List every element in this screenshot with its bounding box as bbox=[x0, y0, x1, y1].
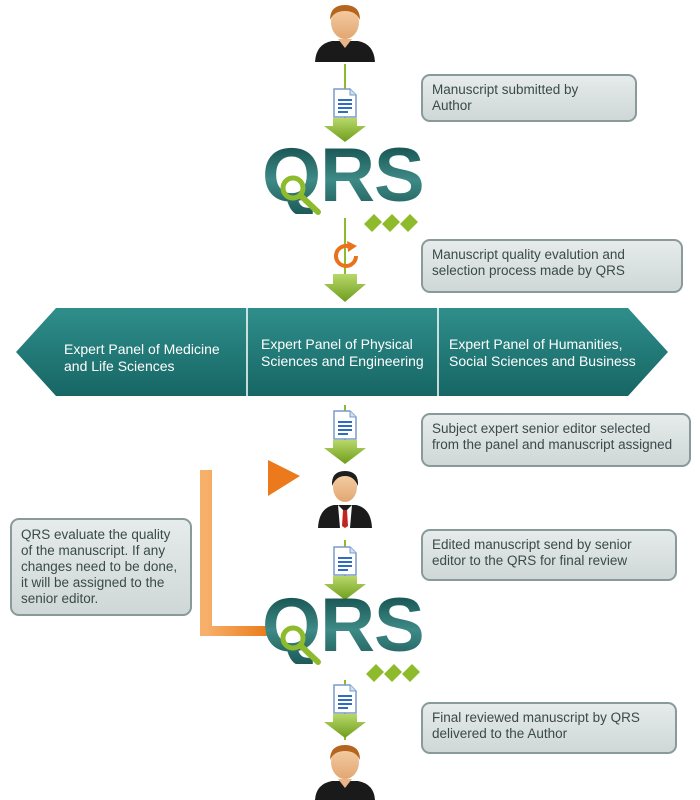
down-arrow-icons bbox=[324, 118, 366, 738]
panel-physical-label: Expert Panel of Physical Sciences and En… bbox=[261, 336, 436, 370]
note-line: delivered to the Author bbox=[432, 726, 568, 741]
note-line: Subject expert senior editor selected bbox=[432, 421, 651, 436]
note-line: senior editor. bbox=[21, 591, 99, 606]
note-line: Manuscript submitted by bbox=[432, 82, 579, 97]
note-loop: QRS evaluate the quality of the manuscri… bbox=[10, 518, 192, 616]
panel-humanities-label: Expert Panel of Humanities, Social Scien… bbox=[449, 336, 649, 370]
note-line: changes need to be done, bbox=[21, 559, 178, 574]
logo-dots-icon bbox=[366, 664, 420, 682]
note-line: Author bbox=[432, 98, 472, 113]
panel-line: Expert Panel of Medicine bbox=[64, 341, 220, 357]
note-edited: Edited manuscript send by senior editor … bbox=[421, 529, 677, 581]
author-icon bbox=[315, 5, 375, 62]
revision-loop-arrow bbox=[200, 460, 300, 636]
magnifier-icon bbox=[280, 625, 321, 665]
panel-line: and Life Sciences bbox=[64, 358, 175, 374]
note-line: QRS evaluate the quality bbox=[21, 527, 171, 542]
expert-panels-band bbox=[16, 308, 668, 396]
panel-line: Expert Panel of Humanities, bbox=[449, 336, 623, 352]
panel-line: Social Sciences and Business bbox=[449, 353, 636, 369]
note-final: Final reviewed manuscript by QRS deliver… bbox=[421, 702, 677, 754]
panel-line: Expert Panel of Physical bbox=[261, 336, 413, 352]
note-line: editor to the QRS for final review bbox=[432, 553, 628, 568]
refresh-icon bbox=[334, 241, 358, 268]
note-line: Edited manuscript send by senior bbox=[432, 537, 632, 552]
document-icon bbox=[333, 684, 357, 714]
note-line: Manuscript quality evalution and bbox=[432, 247, 625, 262]
document-icon bbox=[333, 88, 357, 118]
author-icon bbox=[315, 745, 375, 800]
note-line: selection process made by QRS bbox=[432, 263, 625, 278]
qrs-logo: QRS bbox=[262, 583, 425, 668]
magnifier-icon bbox=[280, 175, 321, 215]
note-line: from the panel and manuscript assigned bbox=[432, 437, 673, 452]
note-assigned: Subject expert senior editor selected fr… bbox=[421, 413, 691, 467]
note-evaluation: Manuscript quality evalution and selecti… bbox=[421, 239, 683, 293]
panel-medicine-label: Expert Panel of Medicine and Life Scienc… bbox=[64, 341, 244, 375]
panel-line: Sciences and Engineering bbox=[261, 353, 424, 369]
document-icon bbox=[333, 546, 357, 576]
senior-editor-icon bbox=[318, 471, 372, 528]
logo-dots-icon bbox=[364, 214, 418, 232]
document-icon bbox=[333, 410, 357, 440]
note-line: of the manuscript. If any bbox=[21, 543, 166, 558]
qrs-logo: QRS bbox=[262, 133, 425, 218]
note-line: Final reviewed manuscript by QRS bbox=[432, 710, 640, 725]
note-line: it will be assigned to the bbox=[21, 575, 165, 590]
note-submitted: Manuscript submitted by Author bbox=[421, 74, 637, 122]
